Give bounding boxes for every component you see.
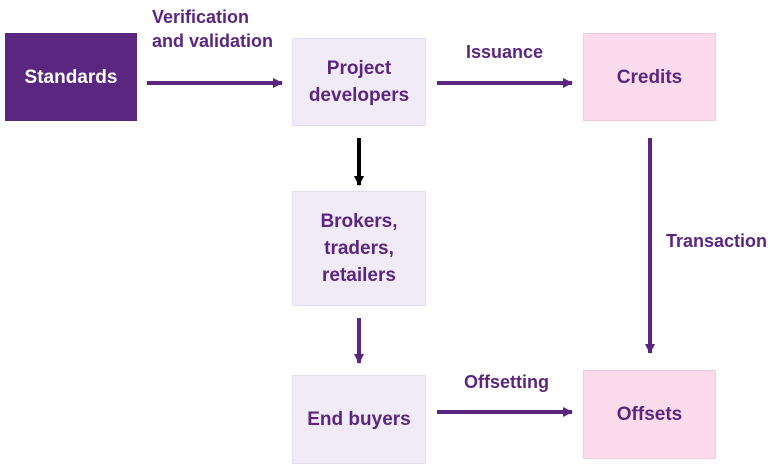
edge-label-offsetting: Offsetting — [464, 372, 549, 392]
node-brokers-label: Brokers, traders, retailers — [320, 211, 398, 286]
node-brokers-traders-retailers: Brokers, traders, retailers — [292, 191, 426, 306]
node-standards-label: Standards — [24, 66, 118, 88]
node-credits-label: Credits — [616, 66, 683, 88]
node-end-buyers: End buyers — [292, 375, 426, 464]
node-end-buyers-label: End buyers — [307, 409, 411, 430]
node-offsets-label: Offsets — [616, 404, 683, 425]
node-project-developers-label: Project developers — [308, 58, 410, 106]
node-standards: Standards — [5, 33, 137, 121]
node-project-developers: Project developers — [292, 38, 426, 126]
edge-label-transaction: Transaction — [666, 231, 768, 251]
edge-label-verification: Verification and validation — [152, 7, 274, 51]
node-offsets: Offsets — [583, 370, 716, 459]
edge-label-issuance: Issuance — [466, 42, 544, 62]
node-credits: Credits — [583, 33, 716, 121]
